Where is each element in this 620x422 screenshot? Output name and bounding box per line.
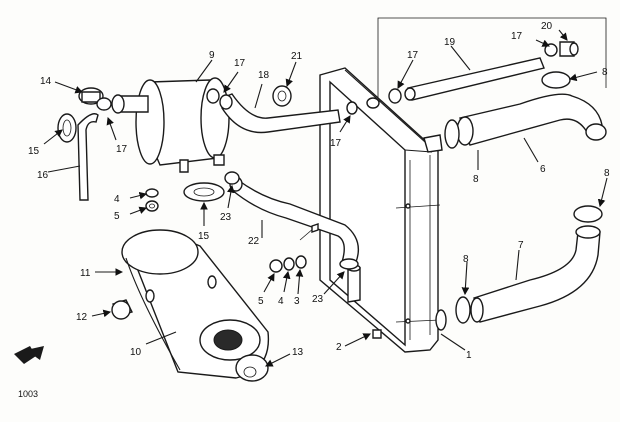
gasket-15 [183,182,225,202]
callout-6: 6 [540,164,546,175]
clamp-8c [573,205,603,223]
callout-7: 7 [518,240,524,251]
hose-6 [459,93,603,146]
callout-20: 20 [541,21,553,32]
callout-5-a: 5 [114,211,120,222]
callout-3: 3 [294,296,300,307]
callout-14: 14 [40,76,52,87]
callout-4-a: 4 [114,194,120,205]
callout-15-a: 15 [28,146,40,157]
callout-4-b: 4 [278,296,284,307]
callout-19: 19 [444,37,456,48]
callout-1: 1 [466,350,472,361]
drain-plug [372,329,382,339]
clamp-8a [541,71,571,89]
group-bracket [377,17,607,88]
callout-11: 11 [80,268,91,279]
ring-13 [235,354,269,382]
callout-13: 13 [292,347,304,358]
clamp-8d [455,296,471,324]
callout-17-d: 17 [330,138,342,149]
filler-cap [78,87,112,111]
callout-23-b: 23 [312,294,324,305]
radiator-cap [366,97,380,109]
gasket-15-top [57,113,77,143]
air-cleaner [121,229,270,379]
callout-16: 16 [37,170,49,181]
callout-21: 21 [291,51,303,62]
callout-18: 18 [258,70,270,81]
callout-17-b: 17 [407,50,419,61]
callout-5-b: 5 [258,296,264,307]
callout-8-b: 8 [473,174,479,185]
callout-23-a: 23 [220,212,232,223]
callout-17-a: 17 [234,58,246,69]
clamp-8b [444,119,460,149]
callout-17-e: 17 [116,144,128,155]
hose-18 [221,93,341,134]
front-direction-icon [14,346,44,364]
callout-12: 12 [76,312,88,323]
callout-8-d: 8 [463,254,469,265]
callout-10: 10 [130,347,142,358]
callout-17-c: 17 [511,31,523,42]
grommet-21 [272,85,292,107]
callout-2: 2 [336,342,342,353]
hose-7 [473,231,601,323]
callout-15-b: 15 [198,231,210,242]
callout-8-c: 8 [604,168,610,179]
callout-8-a: 8 [602,67,608,78]
pipe-19 [407,57,545,101]
callout-22: 22 [248,236,260,247]
callout-9: 9 [209,50,215,61]
diagram-code: 1003 [18,389,38,399]
overflow-pipe [77,113,99,201]
